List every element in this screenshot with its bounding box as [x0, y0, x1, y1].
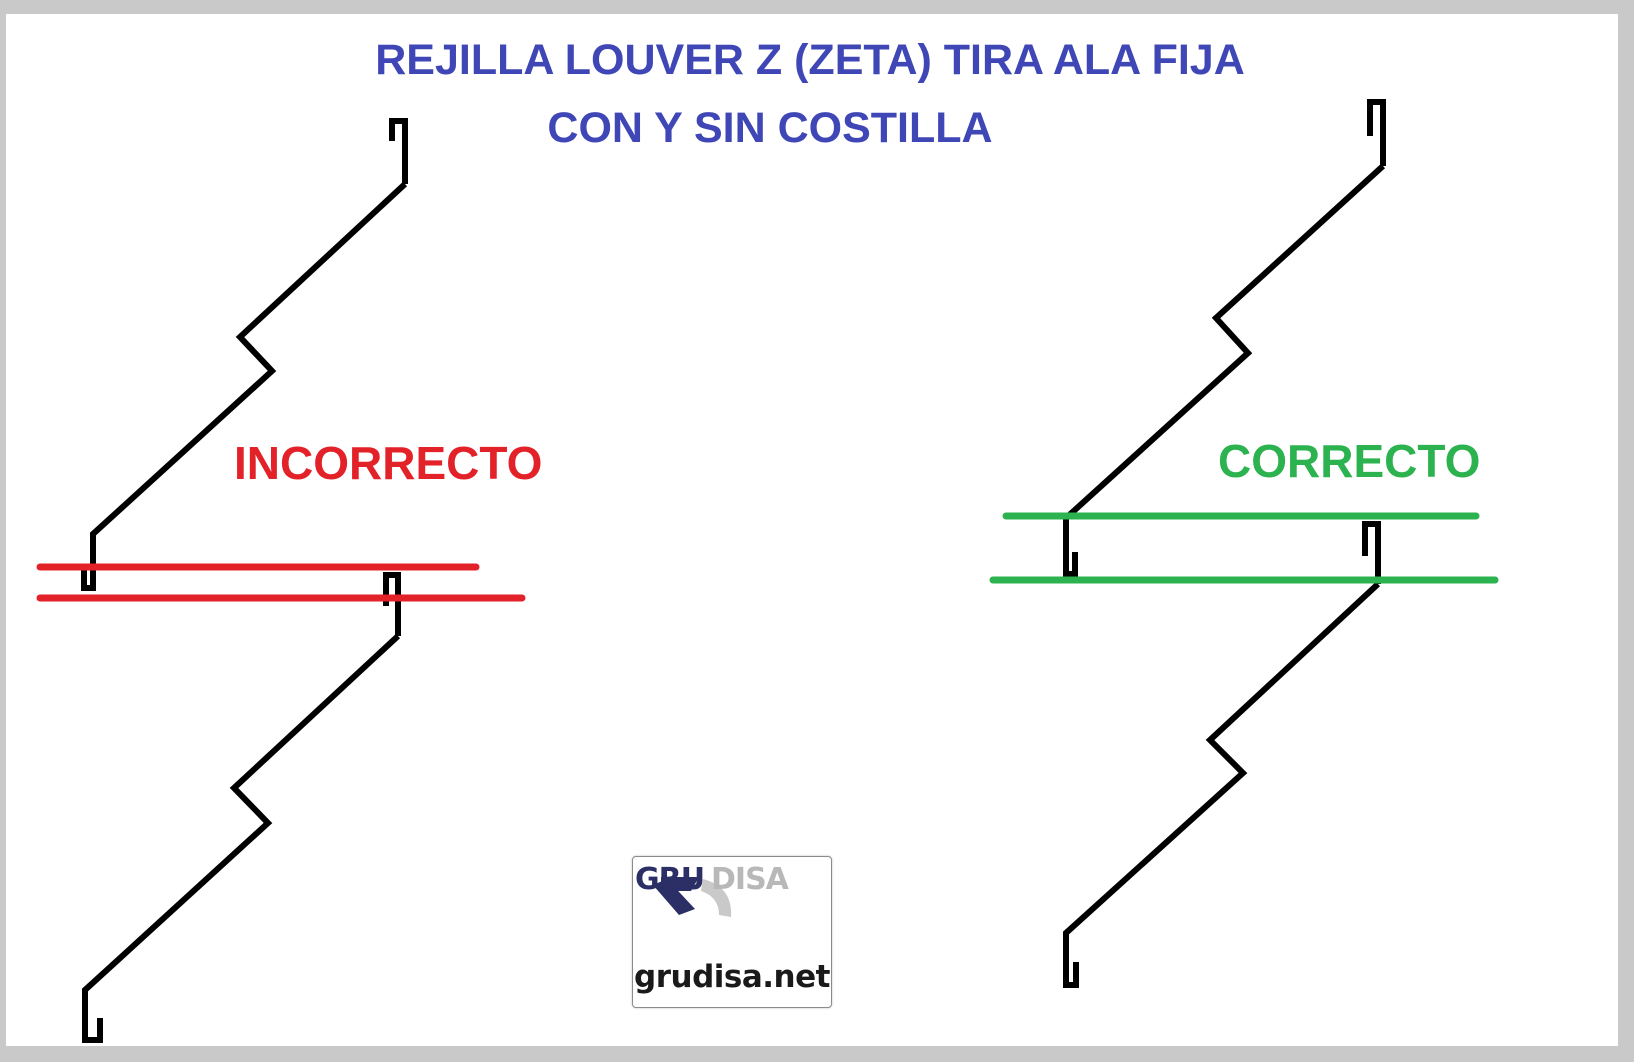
- svg-text:GRU: GRU: [635, 862, 704, 895]
- diagram-title-line-2: CON Y SIN COSTILLA: [547, 104, 993, 152]
- diagram-title-line-1: REJILLA LOUVER Z (ZETA) TIRA ALA FIJA: [375, 36, 1245, 84]
- right-lower-zeta-profile: [1063, 521, 1381, 988]
- incorrect-label: INCORRECTO: [234, 437, 543, 489]
- grudisa-emblem-icon: [653, 877, 732, 917]
- grudisa-wordmark: GRU DISA: [635, 862, 791, 895]
- svg-text:DISA: DISA: [711, 862, 790, 895]
- correct-label: CORRECTO: [1218, 435, 1481, 487]
- right-upper-zeta-profile: [1063, 99, 1386, 577]
- website-url: grudisa.net: [634, 959, 830, 995]
- left-upper-zeta-profile: [81, 118, 408, 591]
- grudisa-logo: GRU DISA grudisa.net: [632, 856, 832, 1008]
- left-lower-zeta-profile: [82, 572, 401, 1043]
